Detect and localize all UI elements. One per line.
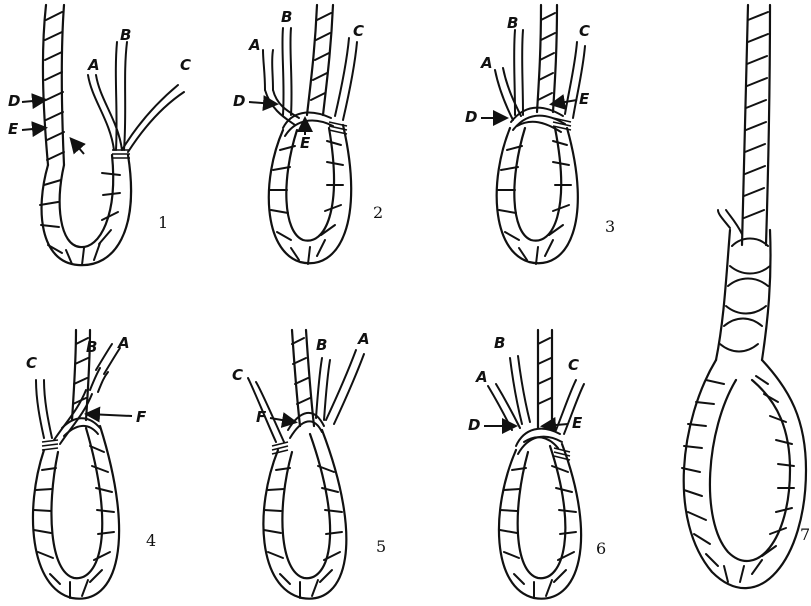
panel-2: A B C D E 2: [233, 5, 383, 264]
panel-6: A B C D E 6: [468, 330, 606, 599]
panel-number: 1: [158, 213, 168, 232]
label-b: B: [86, 338, 97, 356]
arrow-tuck: [72, 140, 84, 154]
label-d: D: [8, 92, 20, 110]
panel-3: A B C D E 3: [465, 5, 615, 264]
panel-number: 5: [376, 537, 386, 556]
label-c: C: [353, 22, 364, 40]
label-d: D: [465, 108, 477, 126]
panel-7: 7: [682, 5, 810, 588]
label-f: F: [256, 408, 267, 426]
label-e: E: [8, 120, 19, 138]
label-f: F: [136, 408, 147, 426]
label-a: A: [475, 368, 488, 386]
label-b: B: [281, 8, 292, 26]
arrow-e: [544, 424, 568, 426]
label-c: C: [568, 356, 579, 374]
label-a: A: [87, 56, 100, 74]
label-e: E: [579, 90, 590, 108]
panel-number: 3: [605, 217, 615, 236]
label-b: B: [507, 14, 518, 32]
label-b: B: [494, 334, 505, 352]
label-a: A: [357, 330, 370, 348]
panel-5: C B A F 5: [232, 330, 386, 599]
arrow-f: [88, 414, 132, 416]
panel-4: C B A F 4: [26, 330, 156, 599]
label-b: B: [120, 26, 131, 44]
label-b: B: [316, 336, 327, 354]
arrow-e: [22, 128, 44, 130]
panel-1: A B C D E 1: [8, 5, 191, 265]
panel-number: 7: [800, 525, 810, 544]
panel-number: 6: [596, 539, 606, 558]
label-c: C: [579, 22, 590, 40]
label-e: E: [300, 134, 311, 152]
label-a: A: [117, 334, 130, 352]
label-c: C: [180, 56, 191, 74]
panel-number: 4: [146, 531, 156, 550]
label-a: A: [248, 36, 261, 54]
label-a: A: [480, 54, 493, 72]
label-c: C: [26, 354, 37, 372]
label-e: E: [572, 414, 583, 432]
panel-number: 2: [373, 203, 383, 222]
label-c: C: [232, 366, 243, 384]
label-d: D: [233, 92, 245, 110]
arrow-e: [553, 100, 577, 104]
arrow-d: [22, 100, 44, 102]
label-d: D: [468, 416, 480, 434]
